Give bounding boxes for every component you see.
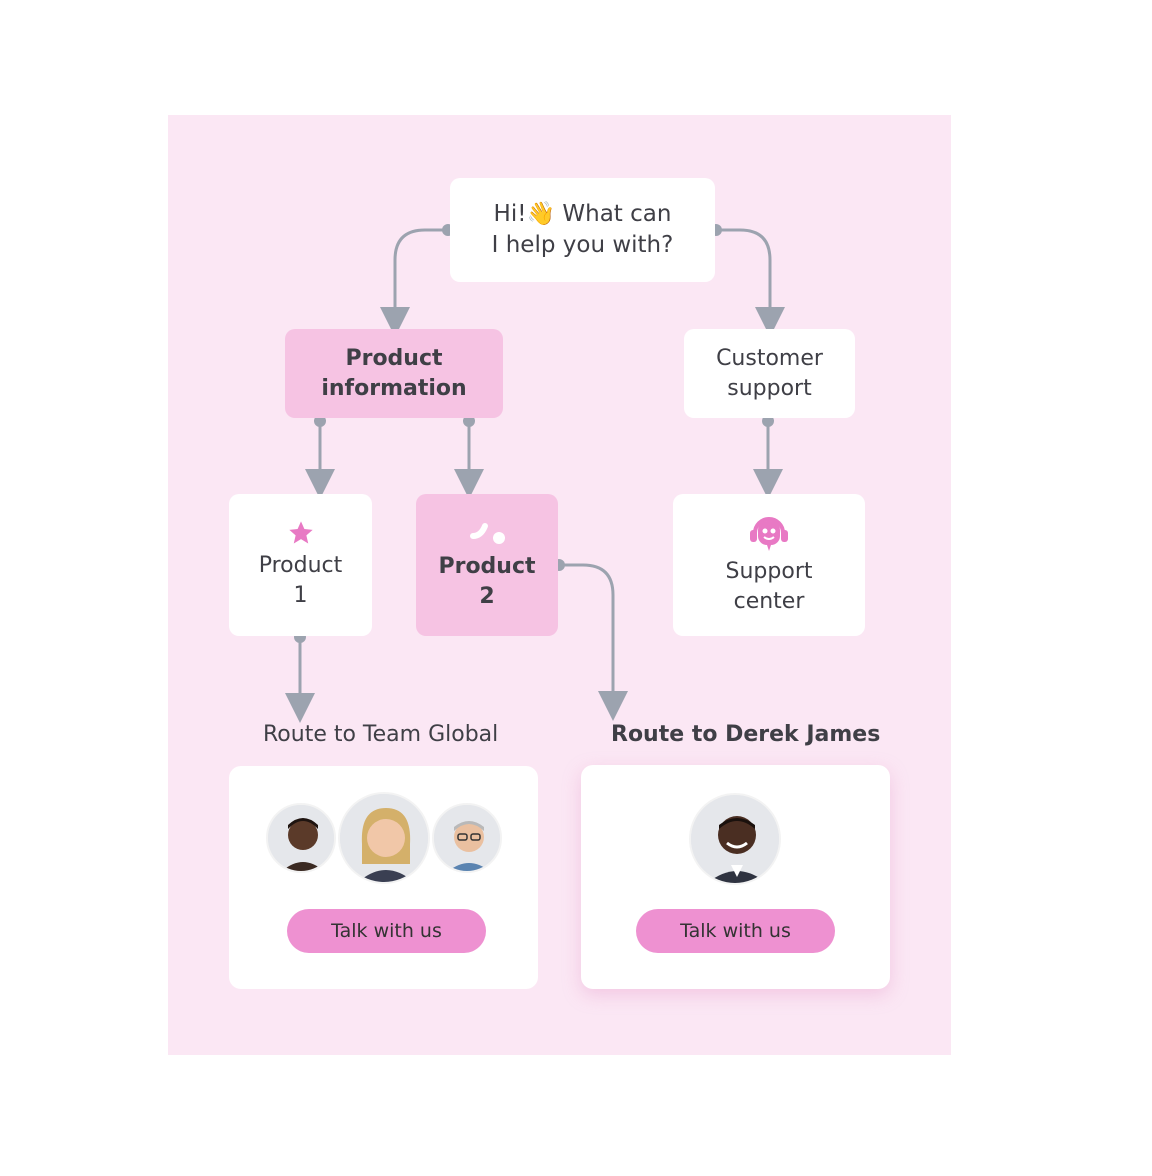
customer-support-line-1: Customer	[716, 345, 823, 371]
route-derek-james-label: Route to Derek James	[611, 722, 881, 747]
product-2-line-1: Product	[438, 554, 536, 579]
support-center-node[interactable]: Support center	[673, 494, 865, 636]
loader-icon	[465, 518, 509, 548]
customer-support-node[interactable]: Customer support	[684, 329, 855, 418]
greeting-node: Hi!👋 What can I help you with?	[450, 178, 715, 282]
product-information-line-1: Product	[345, 345, 443, 371]
connector-greeting-to-customer-support	[716, 228, 785, 337]
talk-with-us-button-team-global[interactable]: Talk with us	[287, 909, 486, 953]
avatar-derek-james	[689, 793, 781, 885]
headset-bot-icon	[747, 513, 791, 553]
greeting-line-1: Hi!👋 What can	[494, 199, 672, 230]
product-1-line-2: 1	[293, 583, 308, 608]
team-global-card: Talk with us	[229, 766, 538, 989]
route-team-global-label: Route to Team Global	[263, 722, 499, 747]
connector-product2-to-derek	[559, 563, 628, 721]
product-information-line-2: information	[321, 375, 467, 401]
avatar-agent-2	[338, 792, 430, 884]
support-center-line-1: Support	[725, 559, 813, 584]
derek-james-card: Talk with us	[581, 765, 890, 989]
avatar-agent-1	[266, 803, 336, 873]
avatar-agent-3	[432, 803, 502, 873]
connector-greeting-to-product-info	[380, 228, 448, 337]
waving-hand-icon: 👋	[526, 201, 556, 227]
star-icon	[286, 519, 316, 547]
product-2-node[interactable]: Product 2	[416, 494, 558, 636]
product-1-node[interactable]: Product 1	[229, 494, 372, 636]
greeting-hi: Hi!	[493, 201, 527, 227]
greeting-what-can: What can	[555, 201, 672, 227]
product-2-line-2: 2	[479, 584, 495, 609]
support-center-line-2: center	[733, 589, 805, 614]
greeting-line-2: I help you with?	[491, 232, 674, 258]
product-information-node[interactable]: Product information	[285, 329, 503, 418]
product-1-line-1: Product	[258, 553, 343, 578]
customer-support-line-2: support	[727, 375, 812, 401]
talk-with-us-button-derek-james[interactable]: Talk with us	[636, 909, 835, 953]
